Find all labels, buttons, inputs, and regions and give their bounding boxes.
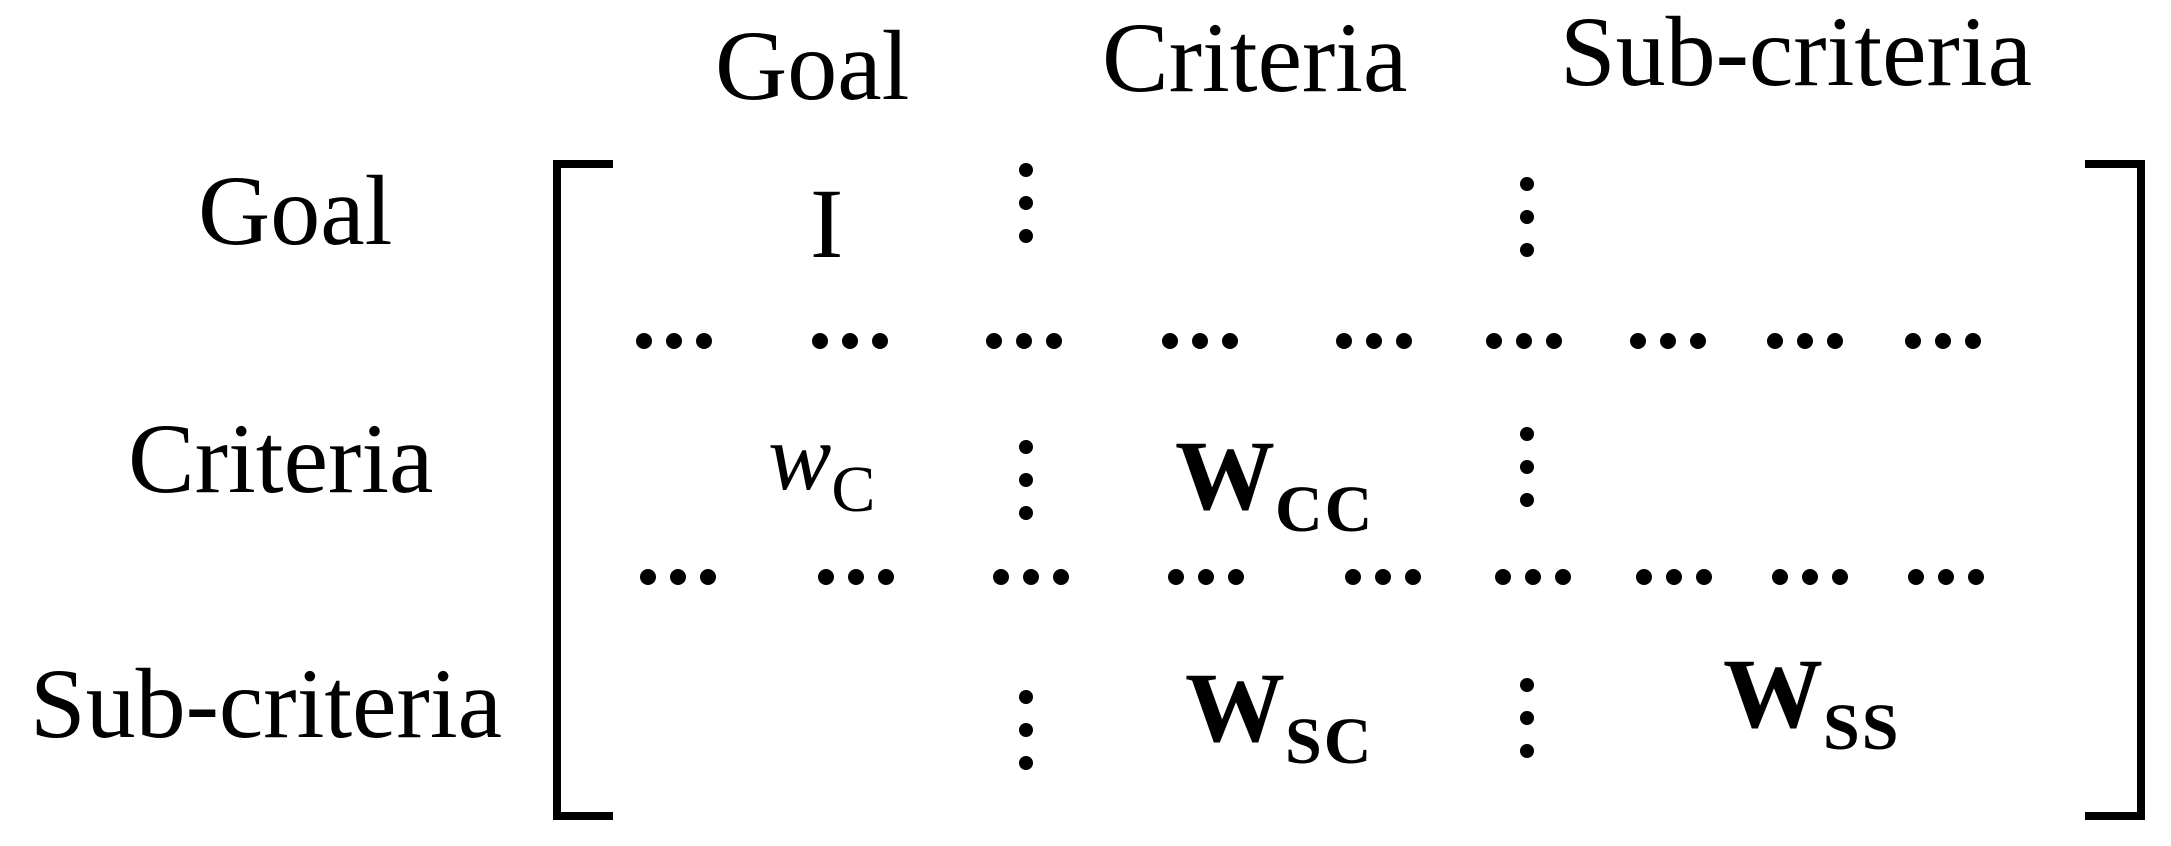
cell-goal-goal: I (810, 174, 843, 291)
left-bracket (553, 160, 613, 820)
cell-subcriteria-criteria: WSC (1185, 658, 1373, 775)
horizontal-ellipsis-group (1905, 333, 1921, 349)
horizontal-ellipsis-group (1162, 333, 1178, 349)
vertical-ellipsis-row2-col2 (1520, 427, 1534, 441)
horizontal-ellipsis-group (1168, 569, 1184, 585)
cell-criteria-goal: wC (768, 410, 877, 523)
cell-subcriteria-criteria-symbol: W (1185, 652, 1285, 763)
vertical-ellipsis-row1-col1 (1019, 163, 1033, 177)
horizontal-ellipsis-group (1345, 569, 1361, 585)
cell-subcriteria-subcriteria-subscript: SS (1823, 691, 1901, 764)
horizontal-ellipsis-group (1772, 569, 1788, 585)
right-bracket (2085, 160, 2145, 820)
vertical-ellipsis-row1-col2 (1520, 177, 1534, 191)
horizontal-ellipsis-group (812, 333, 828, 349)
horizontal-ellipsis-group (1908, 569, 1924, 585)
horizontal-ellipsis-group (1486, 333, 1502, 349)
horizontal-ellipsis-group (1767, 333, 1783, 349)
cell-subcriteria-subcriteria-symbol: W (1723, 638, 1823, 749)
horizontal-ellipsis-group (640, 569, 656, 585)
column-header-goal: Goal (715, 10, 910, 121)
cell-criteria-goal-symbol: w (768, 404, 832, 510)
cell-criteria-goal-subscript: C (831, 453, 878, 526)
horizontal-ellipsis-group (818, 569, 834, 585)
cell-subcriteria-criteria-subscript: SC (1285, 705, 1374, 778)
horizontal-ellipsis-group (1336, 333, 1352, 349)
horizontal-ellipsis-group (636, 333, 652, 349)
cell-subcriteria-subcriteria: WSS (1723, 644, 1900, 761)
vertical-ellipsis-row2-col1 (1019, 440, 1033, 454)
row-label-subcriteria: Sub-criteria (30, 648, 503, 759)
cell-criteria-criteria-symbol: W (1175, 420, 1275, 531)
column-header-criteria: Criteria (1102, 2, 1408, 113)
horizontal-ellipsis-group (986, 333, 1002, 349)
cell-goal-goal-symbol: I (810, 168, 844, 279)
row-label-criteria: Criteria (128, 403, 434, 514)
horizontal-ellipsis-group (1636, 569, 1652, 585)
vertical-ellipsis-row3-col2 (1520, 678, 1534, 692)
vertical-ellipsis-row3-col1 (1019, 690, 1033, 704)
cell-criteria-criteria-subscript: CC (1275, 473, 1375, 546)
cell-criteria-criteria: WCC (1175, 426, 1374, 543)
horizontal-ellipsis-group (1630, 333, 1646, 349)
column-header-subcriteria: Sub-criteria (1560, 0, 2033, 107)
horizontal-ellipsis-group (1495, 569, 1511, 585)
horizontal-ellipsis-group (993, 569, 1009, 585)
row-label-goal: Goal (198, 155, 393, 266)
